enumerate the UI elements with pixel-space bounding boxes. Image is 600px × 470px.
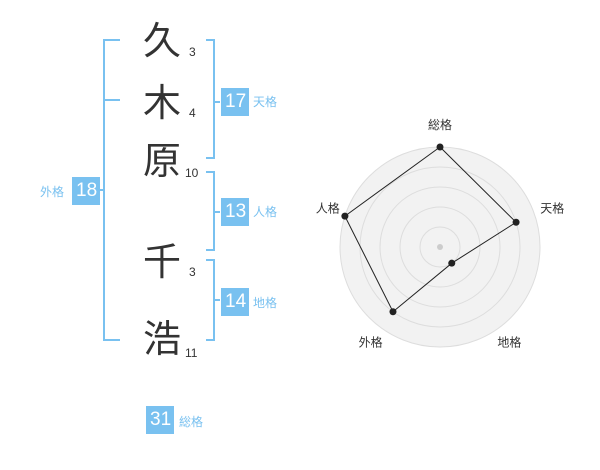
surname-char-3: 原 (143, 139, 182, 183)
jinkaku-badge: 13 (221, 198, 249, 226)
radar-center-dot (437, 244, 443, 250)
given-char-2: 浩 (143, 317, 182, 361)
radar-point-3 (448, 259, 456, 267)
radar-axis-label-3: 地格 (497, 335, 521, 350)
given-char-2-strokes: 11 (185, 346, 198, 360)
radar-axis-label-5: 人格 (316, 201, 340, 216)
radar-axis-label-4: 外格 (359, 335, 383, 350)
radar-ring-3 (379, 186, 501, 308)
radar-point-1 (436, 143, 444, 151)
surname-char-3-strokes: 10 (185, 166, 199, 180)
gaikaku-label: 外格 (40, 185, 65, 199)
radar-axis-label-1: 総格 (428, 117, 452, 132)
chikaku-label: 地格 (253, 296, 278, 310)
chikaku-badge: 14 (221, 288, 249, 316)
surname-char-1-strokes: 3 (189, 45, 196, 59)
given-char-1-strokes: 3 (189, 265, 196, 279)
tenkaku-badge: 17 (221, 88, 249, 116)
given-char-1: 千 (143, 240, 182, 284)
soukaku-badge: 31 (146, 406, 174, 434)
tenkaku-bracket (206, 39, 215, 159)
radar-data-polygon (344, 146, 517, 313)
gaikaku-badge: 18 (72, 177, 100, 205)
surname-char-1: 久 (143, 19, 182, 63)
radar-axis-label-2: 天格 (540, 201, 564, 216)
radar-point-5 (341, 212, 349, 220)
surname-char-2-strokes: 4 (189, 106, 196, 120)
radar-point-4 (389, 308, 397, 316)
radar-ring-2 (399, 206, 481, 288)
radar-ring-1 (419, 226, 461, 268)
soukaku-label: 総格 (179, 415, 204, 429)
jinkaku-label: 人格 (253, 205, 278, 219)
radar-point-2 (512, 218, 520, 226)
tenkaku-label: 天格 (253, 95, 278, 109)
surname-char-2: 木 (143, 81, 182, 125)
